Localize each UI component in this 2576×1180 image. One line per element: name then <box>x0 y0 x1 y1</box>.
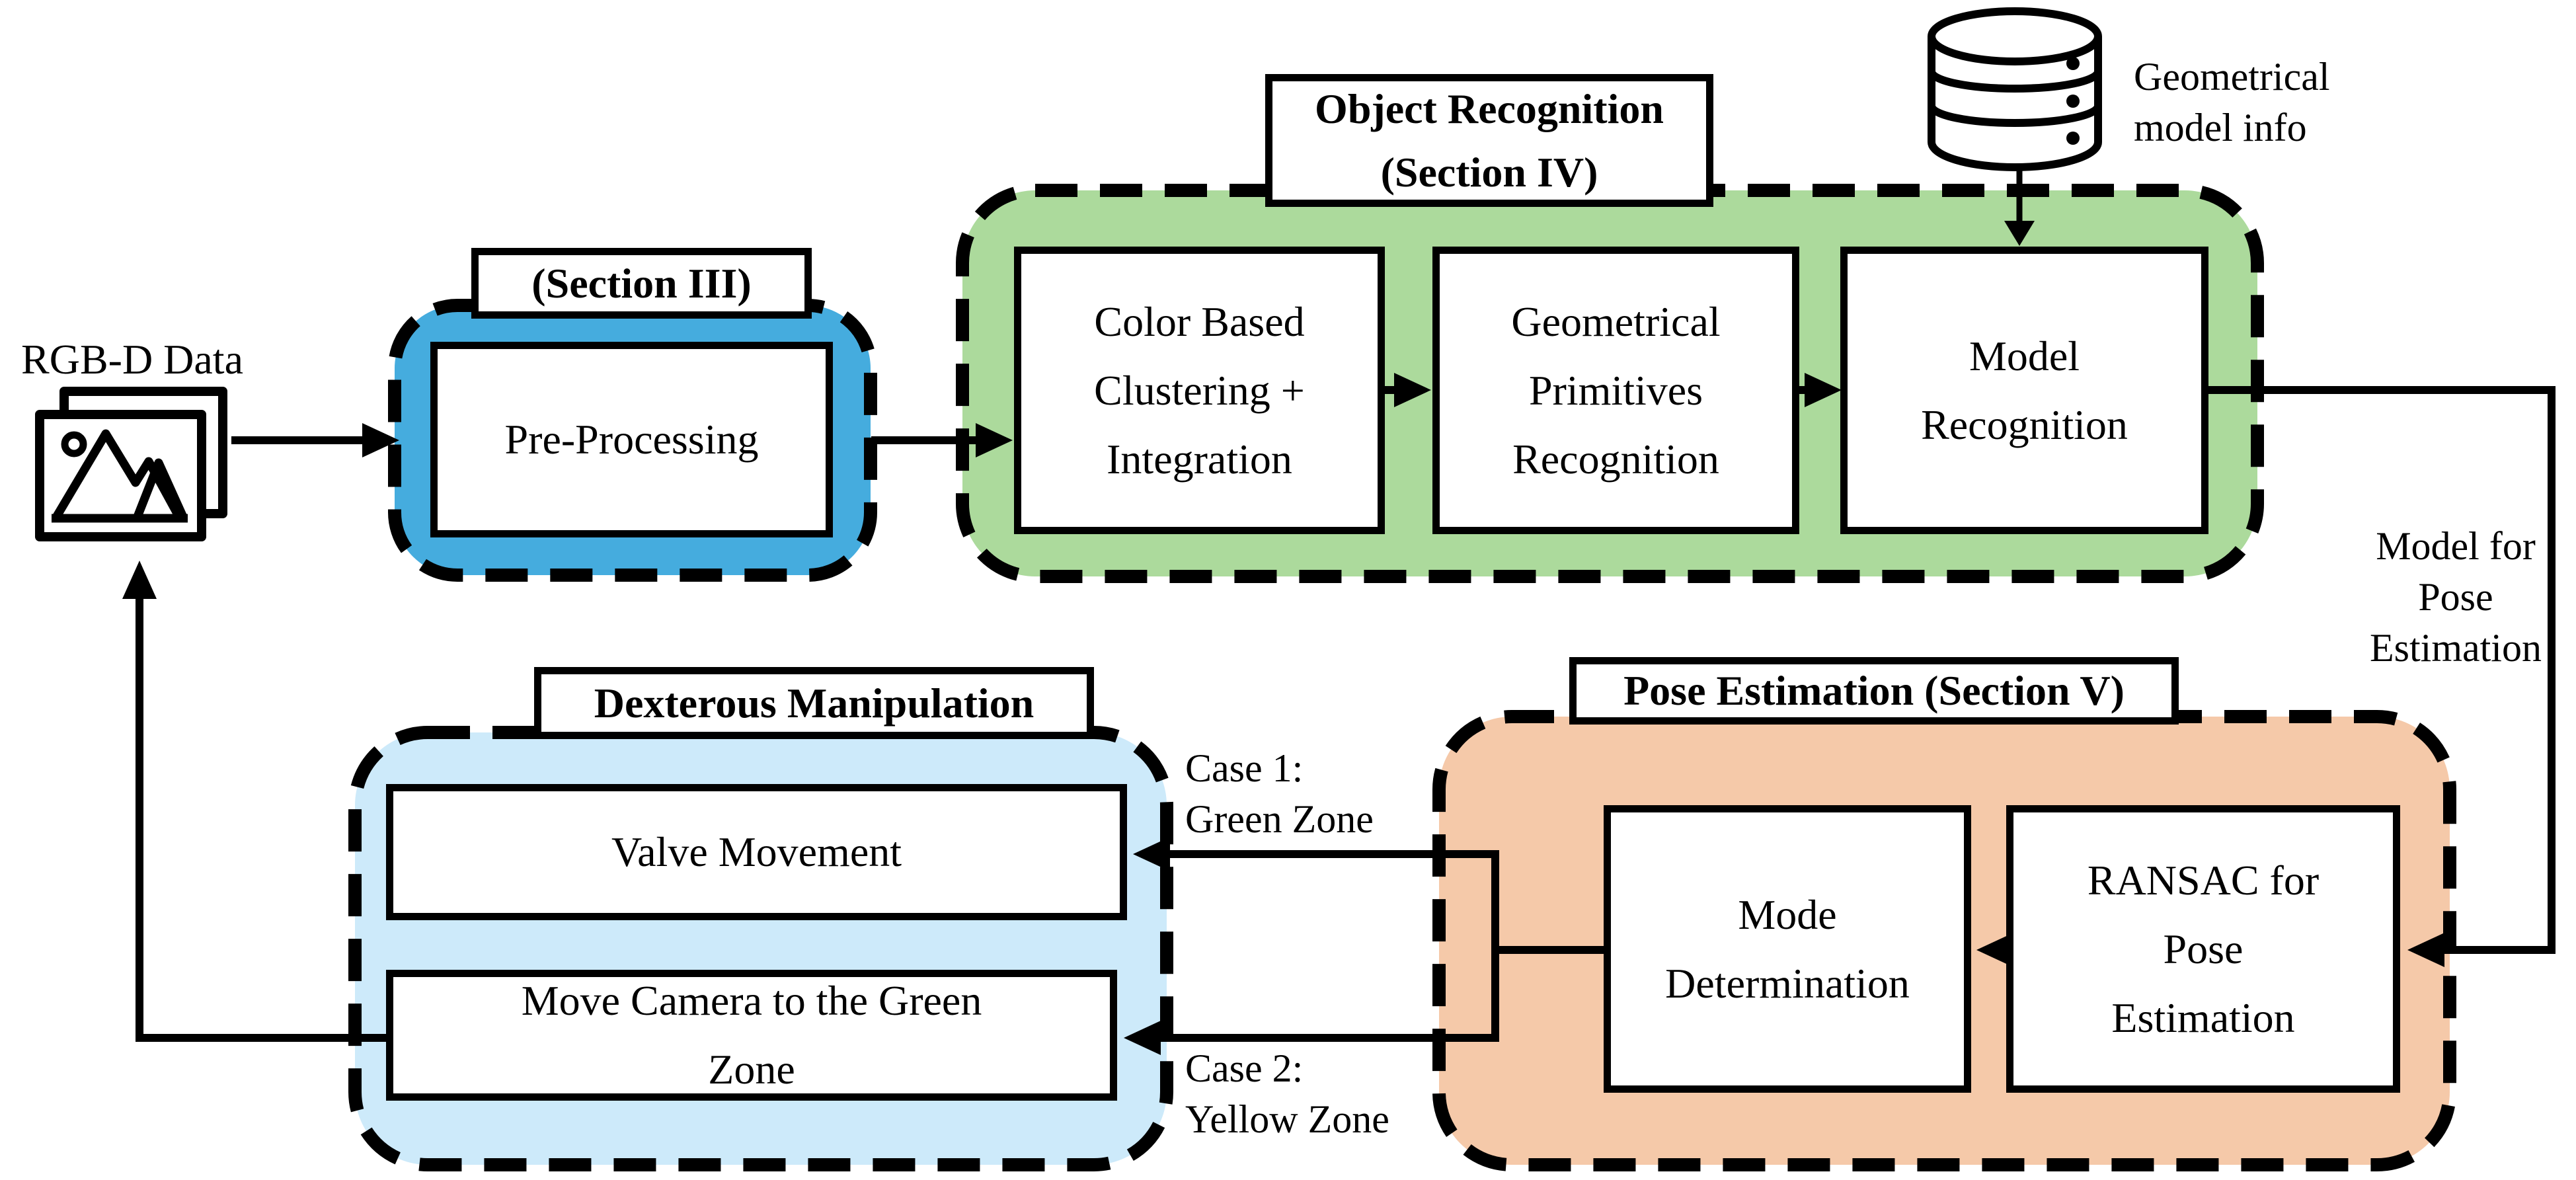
case2-arrowhead <box>1124 1021 1161 1055</box>
image-mountain-small <box>132 458 188 520</box>
database-separator-1 <box>1928 70 2102 93</box>
case1-label: Case 1: Green Zone <box>1185 746 1374 841</box>
move-camera-box: Move Camera to the Green Zone <box>386 970 1117 1101</box>
image-stack-icon <box>35 387 227 541</box>
image-sun-dot <box>61 431 87 457</box>
case2-label: Case 2: Yellow Zone <box>1185 1046 1389 1141</box>
ransac-box: RANSAC for Pose Estimation <box>2006 805 2400 1093</box>
database-top <box>1928 7 2102 65</box>
valve-movement-box: Valve Movement <box>386 784 1127 920</box>
model-for-pose-label: Model for Pose Estimation <box>2370 524 2542 670</box>
ransac-arrowhead <box>2407 933 2444 967</box>
section-iii-label: (Section III) <box>471 248 812 319</box>
primitives-arrowhead <box>1394 373 1431 407</box>
mode-arrowhead <box>1976 933 2013 967</box>
feedback-arrowhead <box>122 561 157 599</box>
pose-estimation-title: Pose Estimation (Section V) <box>1569 657 2179 725</box>
model-arrowhead <box>1805 373 1842 407</box>
database-body <box>1928 36 2102 171</box>
rgbd-data-label: RGB-D Data <box>21 336 243 383</box>
database-dot-3 <box>2066 132 2080 145</box>
connector-lines <box>136 167 2556 1042</box>
input-arrowhead <box>362 423 399 457</box>
database-dot-2 <box>2066 95 2080 108</box>
database-separator-2 <box>1928 104 2102 127</box>
database-icon <box>1928 7 2102 171</box>
dexterous-manipulation-title: Dexterous Manipulation <box>534 667 1094 739</box>
database-arrowhead <box>2004 221 2035 246</box>
model-to-ransac-connector <box>2208 386 2556 954</box>
image-mountain-large <box>52 429 184 521</box>
mode-determination-box: Mode Determination <box>1604 805 1971 1093</box>
model-recognition-box: Model Recognition <box>1840 247 2208 534</box>
preprocessing-box: Pre-Processing <box>430 342 833 537</box>
geometric-primitives-box: Geometrical Primitives Recognition <box>1432 247 1799 534</box>
object-recognition-title: Object Recognition (Section IV) <box>1265 74 1713 207</box>
database-dot-1 <box>2066 57 2080 70</box>
feedback-connector <box>136 599 386 1042</box>
preprocessing-arrowhead <box>976 423 1013 457</box>
arrow-heads <box>122 221 2444 1055</box>
color-clustering-box: Color Based Clustering + Integration <box>1014 247 1385 534</box>
case1-arrowhead <box>1133 837 1170 871</box>
geometrical-model-info-label: Geometrical model info <box>2134 55 2330 149</box>
